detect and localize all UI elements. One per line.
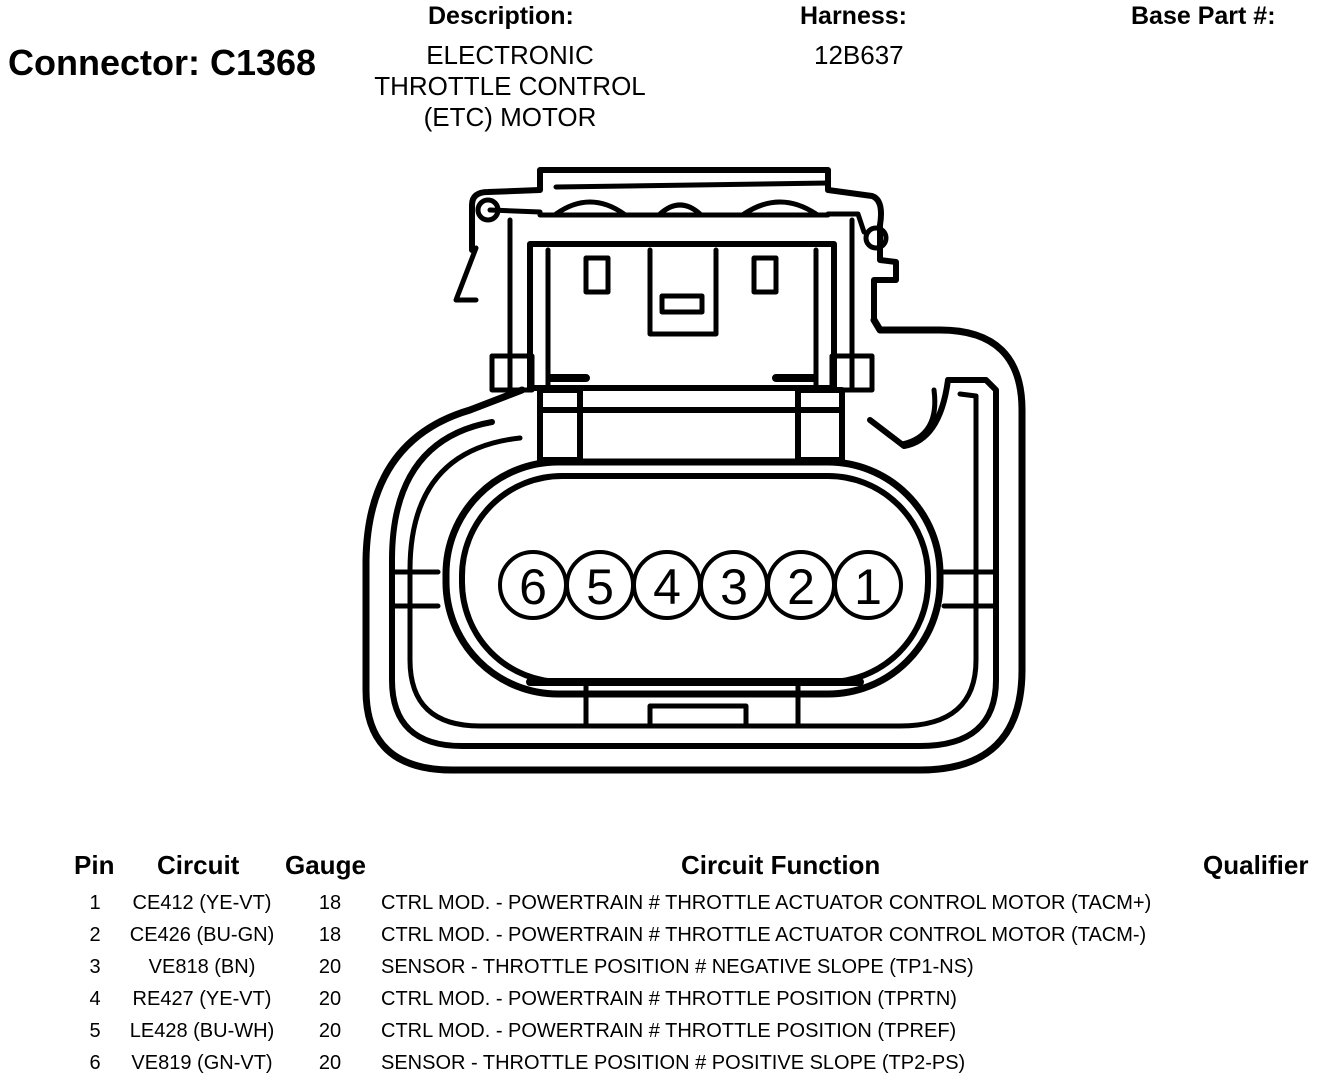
table-row: 1 CE412 (YE-VT) 18 CTRL MOD. - POWERTRAI…: [0, 892, 1344, 924]
connector-latch-knob: [863, 225, 889, 251]
pin-label: 2: [787, 559, 815, 615]
gauge-cell: 20: [318, 988, 342, 1010]
table-row: 5 LE428 (BU-WH) 20 CTRL MOD. - POWERTRAI…: [0, 1020, 1344, 1052]
description-label: Description:: [428, 2, 574, 30]
connector-latch-bumps: [553, 199, 819, 217]
circuit-function-column-header: Circuit Function: [681, 850, 881, 880]
qualifier-column-header: Qualifier: [1203, 850, 1309, 880]
circuit-cell: LE428 (BU-WH): [129, 1020, 275, 1042]
pin-label: 1: [854, 559, 882, 615]
connector-title: Connector: C1368: [8, 42, 317, 83]
gauge-cell: 18: [318, 924, 342, 946]
connector-latch-side-tab: [453, 245, 479, 303]
table-row: 3 VE818 (BN) 20 SENSOR - THROTTLE POSITI…: [0, 956, 1344, 988]
connector-post: [795, 387, 845, 463]
base-part-label: Base Part #:: [1131, 2, 1276, 30]
table-row: 2 CE426 (BU-GN) 18 CTRL MOD. - POWERTRAI…: [0, 924, 1344, 956]
connector-latch-rim: [553, 180, 831, 190]
description-line: (ETC) MOTOR: [423, 102, 597, 132]
harness-value: 12B637: [814, 40, 904, 70]
description-line: THROTTLE CONTROL: [374, 71, 646, 101]
circuit-cell: VE818 (BN): [148, 956, 256, 978]
connector-bottom-key-notch: [647, 703, 749, 729]
pin-label: 6: [519, 559, 547, 615]
gauge-column-header: Gauge: [285, 850, 366, 880]
connector-side-tab: [941, 569, 999, 609]
connector-latch-foot: [489, 353, 535, 393]
function-cell: CTRL MOD. - POWERTRAIN # THROTTLE POSITI…: [381, 1020, 957, 1042]
table-row: 4 RE427 (YE-VT) 20 CTRL MOD. - POWERTRAI…: [0, 988, 1344, 1020]
connector-outer-shell: [362, 316, 1026, 774]
connector-latch-slot: [751, 255, 779, 295]
pin-label: 3: [720, 559, 748, 615]
function-cell: CTRL MOD. - POWERTRAIN # THROTTLE ACTUAT…: [381, 924, 1147, 946]
pin-cell: 4: [89, 988, 101, 1010]
connector-inner-shell: [407, 391, 979, 729]
connector-face-diagram: 6 5 4 3 2 1: [362, 167, 1026, 774]
harness-label: Harness:: [800, 2, 907, 30]
connector-latch-knob: [475, 197, 501, 223]
circuit-column-header: Circuit: [157, 850, 240, 880]
gauge-cell: 20: [318, 956, 342, 978]
function-cell: SENSOR - THROTTLE POSITION # NEGATIVE SL…: [381, 956, 974, 978]
connector-pins: [498, 550, 903, 620]
connector-inner-shell-side: [899, 387, 938, 447]
pin-1-circle: [833, 550, 903, 620]
connector-middle-shell: [389, 377, 999, 749]
connector-pin-cavity-outer: [442, 458, 944, 698]
description-value: ELECTRONIC THROTTLE CONTROL (ETC) MOTOR: [360, 40, 660, 133]
pin-cell: 5: [89, 1020, 101, 1042]
pin-cell: 6: [89, 1052, 101, 1074]
circuit-cell: CE426 (BU-GN): [129, 924, 275, 946]
circuit-cell: VE819 (GN-VT): [131, 1052, 273, 1074]
gauge-cell: 20: [318, 1020, 342, 1042]
function-cell: SENSOR - THROTTLE POSITION # POSITIVE SL…: [381, 1052, 966, 1074]
pin-label: 4: [653, 559, 681, 615]
connector-side-tab: [389, 569, 441, 609]
function-cell: CTRL MOD. - POWERTRAIN # THROTTLE ACTUAT…: [381, 892, 1152, 914]
pin-cell: 3: [89, 956, 101, 978]
connector-latch-outline: [469, 167, 899, 323]
connector-latch-inner: [487, 207, 867, 235]
pin-column-header: Pin: [74, 850, 115, 880]
connector-latch-slot: [583, 255, 611, 295]
connector-latch-side: [507, 217, 855, 391]
connector-latch-foot: [829, 353, 875, 393]
table-row: 6 VE819 (GN-VT) 20 SENSOR - THROTTLE POS…: [0, 1052, 1344, 1084]
pin-cell: 1: [89, 892, 101, 914]
connector-latch-key: [647, 247, 719, 337]
gauge-cell: 20: [318, 1052, 342, 1074]
connector-latch-body: [527, 241, 837, 391]
function-cell: CTRL MOD. - POWERTRAIN # THROTTLE POSITI…: [381, 988, 957, 1010]
pin-cell: 2: [89, 924, 101, 946]
pin-label: 5: [586, 559, 614, 615]
description-line: ELECTRONIC: [426, 40, 594, 70]
gauge-cell: 18: [318, 892, 342, 914]
connector-post: [537, 387, 583, 463]
circuit-cell: CE412 (YE-VT): [132, 892, 272, 914]
connector-latch-sections: [545, 247, 819, 391]
circuit-cell: RE427 (YE-VT): [132, 988, 272, 1010]
